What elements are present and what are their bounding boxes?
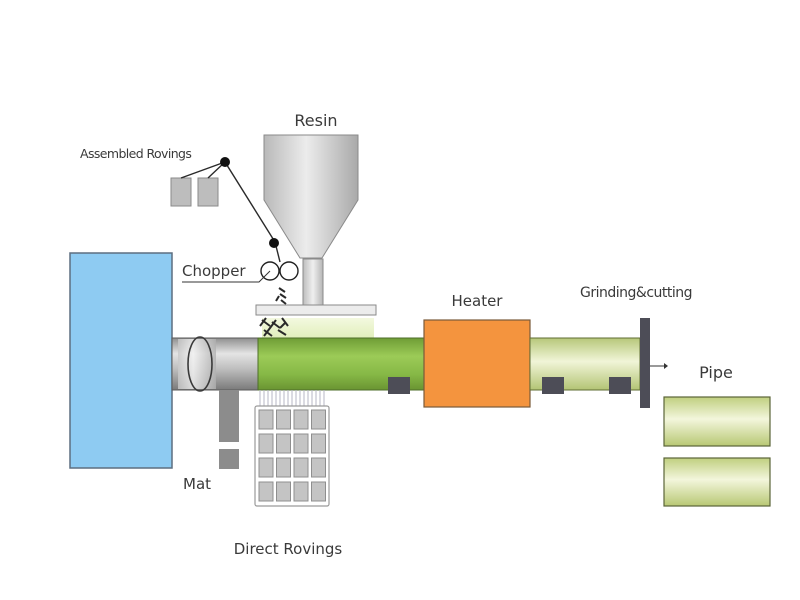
mandrel-drive-unit — [69, 252, 173, 469]
guide-pulley — [269, 238, 279, 248]
roving-package — [258, 457, 274, 478]
roving-package — [258, 433, 274, 454]
resin-impregnation-zone — [262, 318, 374, 340]
label-mat: Mat — [183, 475, 211, 493]
arrow-head-icon — [664, 363, 668, 369]
direct-roving-creel — [254, 405, 330, 507]
heater — [423, 319, 531, 408]
resin-hopper-stem — [302, 258, 324, 306]
finished-pipe — [663, 396, 771, 447]
chopper-roller — [279, 261, 299, 281]
roving-package — [276, 457, 291, 478]
label-direct-rovings: Direct Rovings — [234, 540, 343, 558]
roving-spool — [197, 177, 219, 207]
label-heater: Heater — [452, 292, 504, 310]
label-grinding-cutting: Grinding&cutting — [580, 285, 692, 301]
label-pipe: Pipe — [699, 363, 733, 382]
chopper-leader-line — [182, 270, 271, 283]
guide-pulley — [220, 157, 230, 167]
roving-package — [276, 433, 291, 454]
support-roller — [609, 377, 631, 394]
roving-package — [311, 433, 326, 454]
mandrel-ring — [187, 336, 213, 392]
roving-package — [258, 481, 274, 502]
label-chopper: Chopper — [182, 262, 246, 280]
roving-package — [311, 409, 326, 430]
roving-package — [293, 457, 309, 478]
label-resin: Resin — [294, 111, 337, 130]
support-roller — [388, 377, 410, 394]
support-roller — [542, 377, 564, 394]
direct-roving-strands — [259, 390, 325, 406]
mandrel-end-highlight — [178, 339, 216, 389]
roving-package — [258, 409, 274, 430]
roving-package — [276, 481, 291, 502]
mat-roll — [219, 449, 239, 469]
cutting-blade — [640, 318, 650, 408]
finished-pipe — [663, 457, 771, 507]
label-assembled-rovings: Assembled Rovings — [80, 146, 191, 161]
mat-strip — [219, 390, 239, 442]
roving-package — [311, 457, 326, 478]
resin-hopper — [263, 134, 359, 259]
resin-bath-plate — [255, 304, 377, 316]
roving-package — [293, 409, 309, 430]
roving-package — [311, 481, 326, 502]
roving-package — [293, 481, 309, 502]
chopped-fibers — [259, 287, 289, 337]
roving-package — [293, 433, 309, 454]
roving-spool — [170, 177, 192, 207]
roving-package — [276, 409, 291, 430]
